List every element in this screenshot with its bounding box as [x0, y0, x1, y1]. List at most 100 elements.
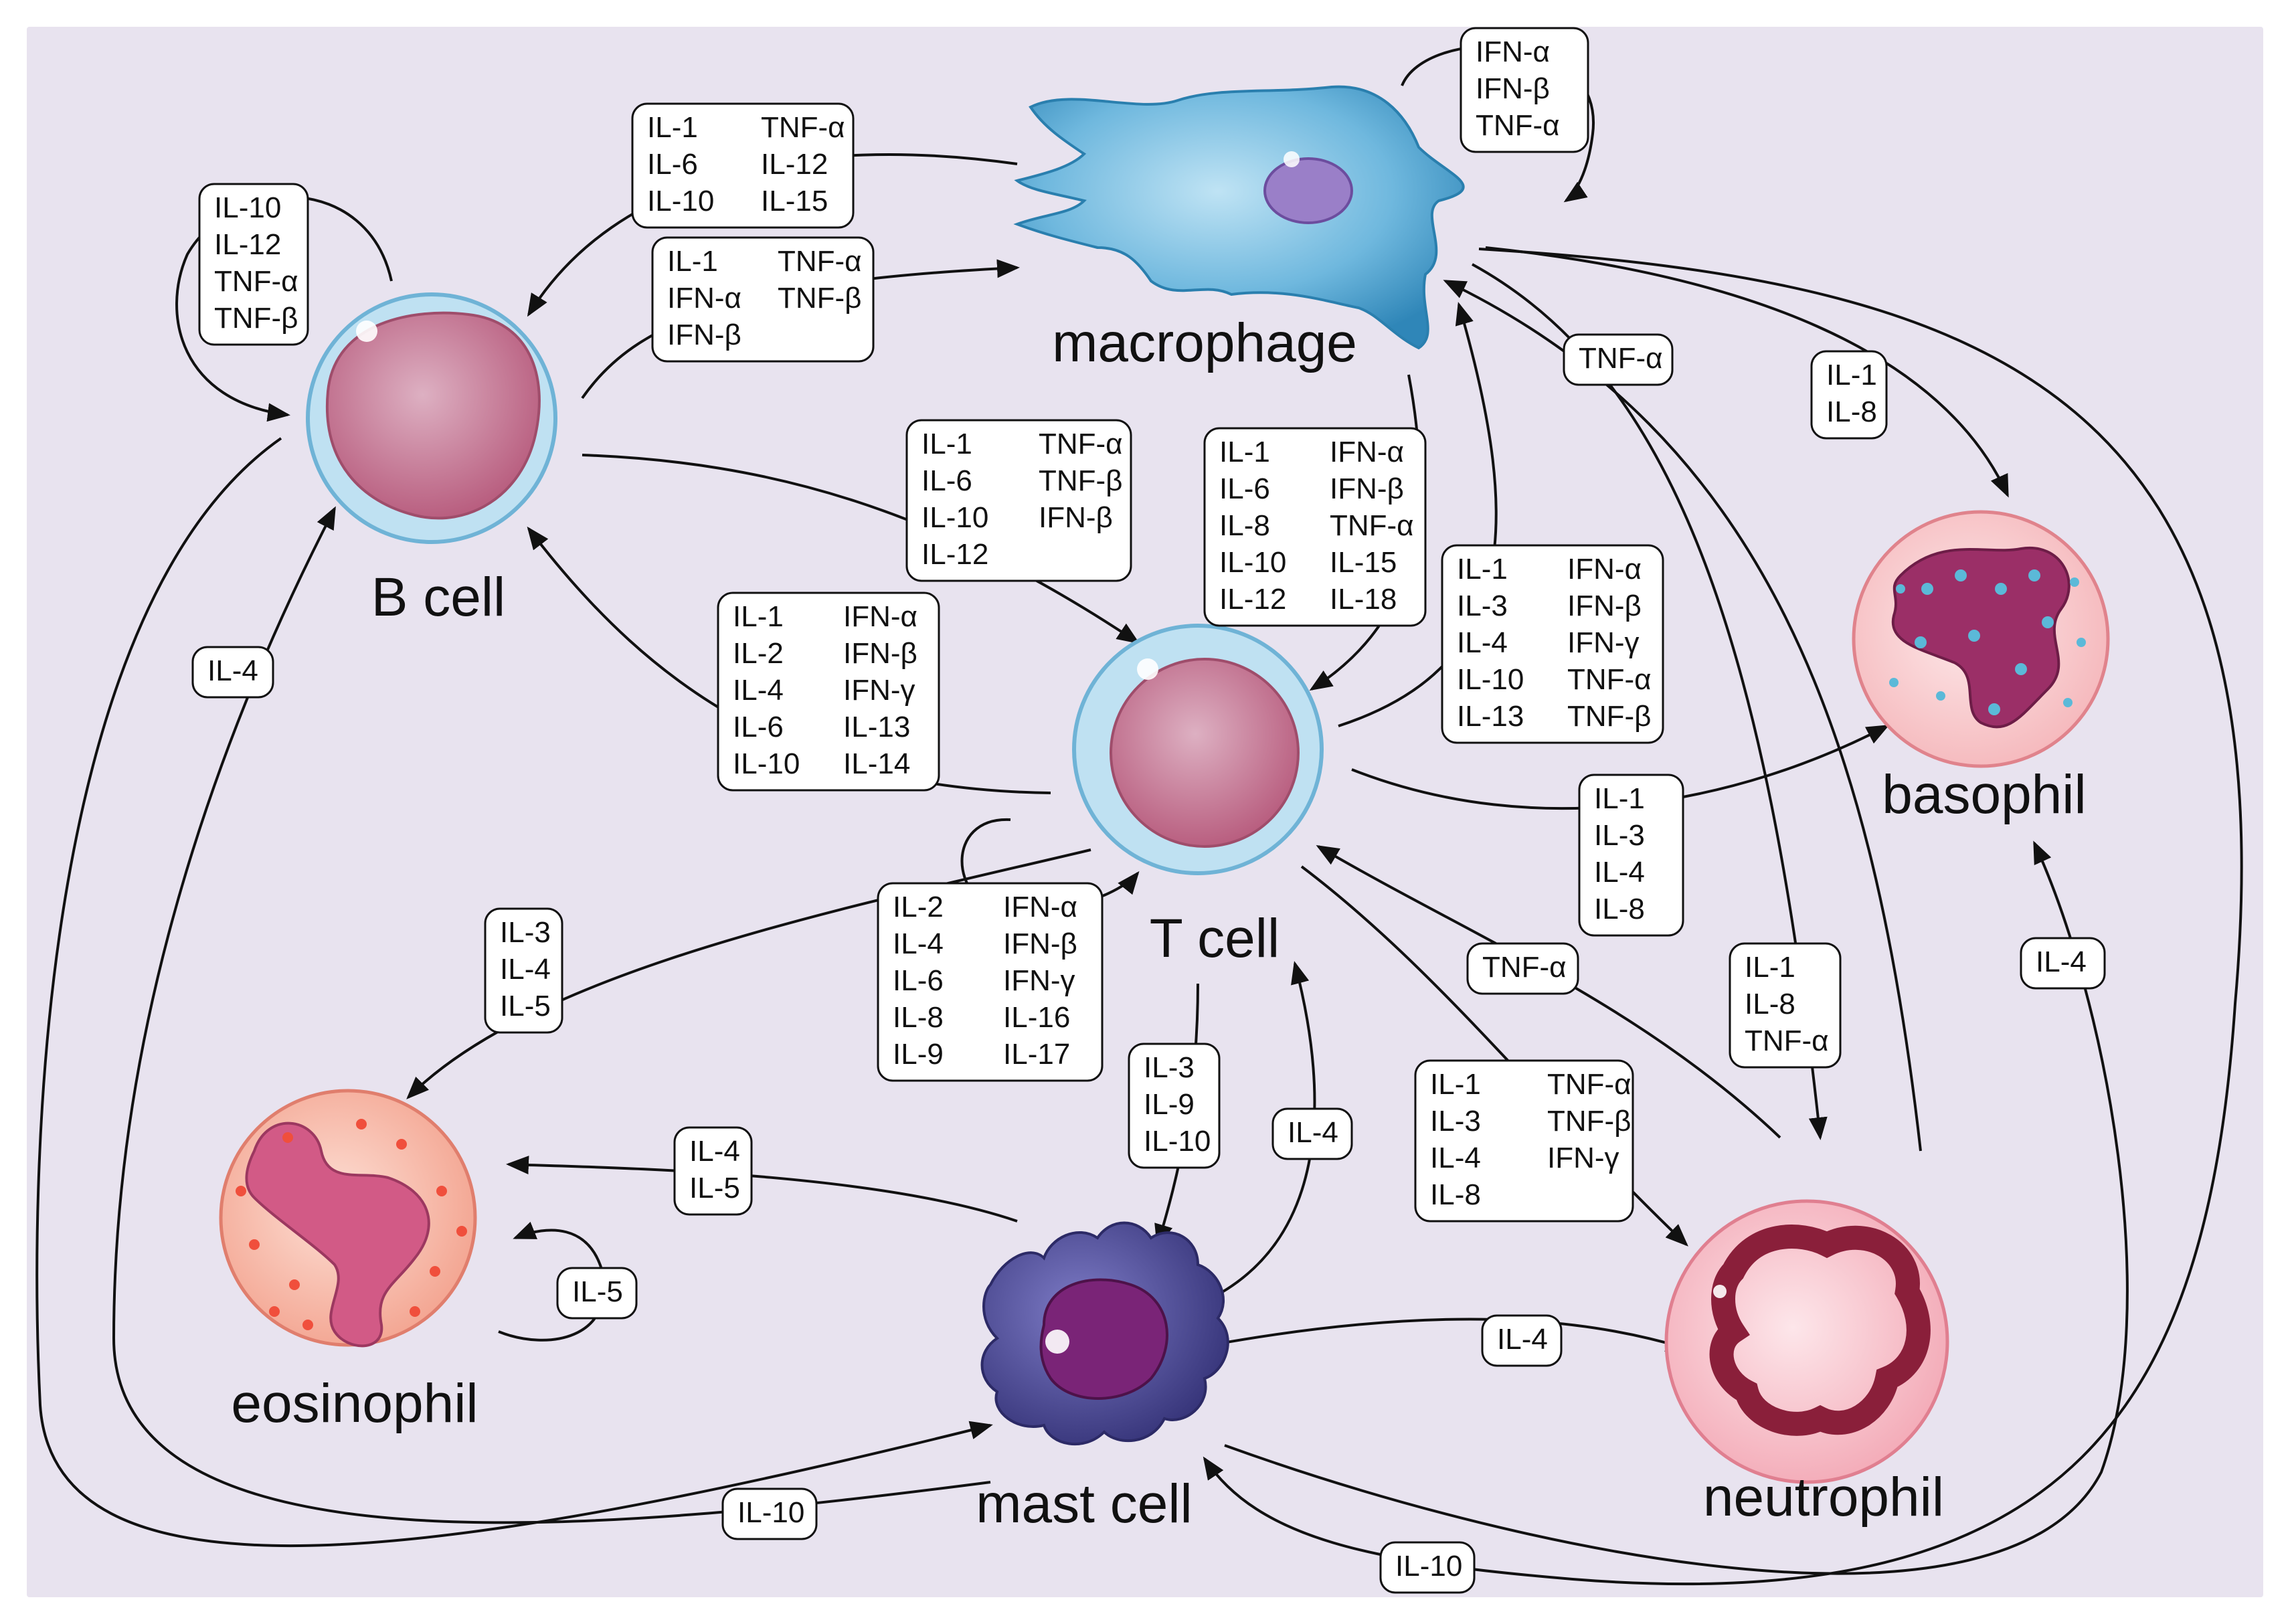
- cytokine-box-frame: [1441, 544, 1664, 744]
- cytokine-box-frame: [1729, 942, 1842, 1069]
- cytokine-label: IL-4: [2036, 945, 2087, 978]
- cytokine-label: IL-1: [647, 111, 698, 144]
- cytokine-label: IL-8: [1594, 893, 1645, 925]
- arrow-macrophage-to-neutrophil: [1472, 263, 1828, 1140]
- cytokine-label: IL-8: [1219, 509, 1270, 542]
- cytokine-label: IL-14: [843, 747, 910, 780]
- cytokine-box-frame: [556, 1267, 638, 1320]
- cytokine-label: IL-2: [733, 637, 784, 670]
- cytokine-box-frame: [1578, 774, 1684, 937]
- cytokine-label: TNF-β: [1547, 1105, 1632, 1138]
- cytokine-box-t-to-b: IL-1IL-2IL-4IL-6IL-10IFN-αIFN-βIFN-γIL-1…: [717, 592, 940, 792]
- cytokine-box-t-self: IL-2IL-4IL-6IL-8IL-9IFN-αIFN-βIFN-γIL-16…: [877, 882, 1104, 1082]
- cytokine-box-frame: [651, 236, 875, 363]
- cytokine-label: IFN-β: [843, 637, 917, 670]
- cytokine-box-mac-to-baso: IL-1IL-8: [1810, 350, 1888, 440]
- cytokine-box-t-to-mast: IL-3IL-9IL-10: [1128, 1043, 1221, 1169]
- cytokine-label: IL-8: [1826, 395, 1877, 428]
- cytokine-box-frame: [2020, 937, 2106, 990]
- cytokine-label: IL-13: [1457, 700, 1524, 733]
- cytokine-label: IL-15: [761, 185, 828, 217]
- cytokine-label: IL-6: [733, 711, 784, 743]
- cytokine-label: IL-3: [1144, 1051, 1195, 1084]
- cytokine-label: TNF-α: [1330, 509, 1414, 542]
- t-cell-highlight: [1137, 658, 1158, 680]
- cytokine-label: IL-4: [1288, 1116, 1338, 1149]
- cytokine-box-frame: [1810, 350, 1888, 440]
- cytokine-box-neut-to-mac: TNF-α: [1563, 333, 1674, 386]
- b-cell-nucleus: [325, 311, 541, 520]
- cytokine-label: IFN-β: [1330, 472, 1404, 505]
- eosinophil-cell: [219, 1089, 477, 1348]
- cytokine-boxes-layer: IFN-αIFN-βTNF-αIL-1IL-6IL-10TNF-αIL-12IL…: [191, 27, 2106, 1594]
- cytokine-label: IL-10: [1219, 546, 1286, 579]
- basophil-label: basophil: [1882, 764, 2086, 825]
- cytokine-label: TNF-α: [1482, 951, 1567, 984]
- arrow-tcell-to-eosinophil: [406, 848, 1091, 1099]
- arrow-bcell-self: [175, 195, 393, 422]
- cytokine-label: IL-18: [1330, 583, 1397, 616]
- macrophage-body: [1013, 85, 1465, 350]
- cytokine-label: IFN-γ: [843, 674, 915, 707]
- b-cell-label: B cell: [371, 567, 506, 628]
- cytokine-box-frame: [631, 102, 855, 229]
- cytokine-label: TNF-α: [1039, 428, 1123, 460]
- cytokine-label: IL-5: [689, 1172, 740, 1204]
- cytokine-label: IL-4: [733, 674, 784, 707]
- cytokine-box-frame: [1460, 27, 1589, 153]
- cytokine-box-frame: [1481, 1314, 1563, 1367]
- arrow-mastcell-to-tcell: [1204, 961, 1316, 1303]
- cytokine-label: TNF-β: [1039, 464, 1123, 497]
- cytokine-label: IL-1: [1457, 553, 1508, 585]
- cytokine-label: IL-12: [1219, 583, 1286, 616]
- cytokine-box-frame: [1271, 1107, 1353, 1160]
- cytokine-box-b-to-mast: IL-10: [721, 1487, 818, 1540]
- cytokine-box-frame: [484, 907, 563, 1034]
- cytokine-label: IL-4: [893, 927, 944, 960]
- cytokine-box-frame: [1128, 1043, 1221, 1169]
- cytokine-box-t-to-mac: IL-1IL-3IL-4IL-10IL-13IFN-αIFN-βIFN-γTNF…: [1441, 544, 1664, 744]
- cytokine-label: IL-3: [500, 916, 551, 949]
- cytokine-box-mac-to-t: IL-1IL-6IL-8IL-10IL-12IFN-αIFN-βTNF-αIL-…: [1203, 427, 1427, 627]
- cytokine-label: IL-9: [1144, 1088, 1195, 1121]
- cytokine-label: IL-3: [1430, 1105, 1481, 1138]
- cytokine-label: TNF-α: [1567, 663, 1652, 696]
- cytokine-label: IL-4: [500, 953, 551, 986]
- mast-cell-nucleus: [1039, 1278, 1168, 1400]
- cytokine-label: TNF-α: [1547, 1068, 1632, 1101]
- cytokine-label: IL-15: [1330, 546, 1397, 579]
- cytokine-box-neut-to-mast: IL-10: [1379, 1541, 1476, 1594]
- cytokine-label: TNF-α: [761, 111, 845, 144]
- arrow-macrophage-to-basophil: [1485, 246, 2009, 498]
- cells-layer: [219, 85, 2110, 1484]
- cytokine-label: IL-4: [1457, 626, 1508, 659]
- cytokine-box-mast-to-b: IL-4: [191, 646, 274, 699]
- cytokine-label: IFN-β: [1003, 927, 1077, 960]
- cytokine-box-frame: [721, 1487, 818, 1540]
- cytokine-label: IL-12: [921, 538, 988, 571]
- eosinophil-nucleus: [245, 1121, 430, 1348]
- cytokine-label: IFN-γ: [1547, 1142, 1619, 1174]
- cytokine-box-frame: [1563, 333, 1674, 386]
- macrophage-label: macrophage: [1052, 312, 1357, 373]
- cytokine-box-frame: [673, 1126, 753, 1216]
- cytokine-box-frame: [905, 419, 1132, 582]
- cytokine-label: IFN-γ: [1003, 964, 1075, 997]
- cytokine-box-frame: [1379, 1541, 1476, 1594]
- cytokine-label: IL-10: [647, 185, 714, 217]
- cytokine-label: IFN-α: [1567, 553, 1642, 585]
- t-cell: [1072, 624, 1324, 875]
- cytokine-box-t-to-eos: IL-3IL-4IL-5: [484, 907, 563, 1034]
- mast-cell-label: mast cell: [976, 1473, 1193, 1534]
- t-cell-label: T cell: [1150, 908, 1280, 969]
- mast-cell: [980, 1221, 1229, 1446]
- arrow-mastcell-to-basophil: [1224, 840, 2129, 1575]
- cytokine-label: IL-8: [893, 1001, 944, 1034]
- b-cell: [306, 292, 557, 544]
- cytokine-box-neut-to-t: TNF-α: [1466, 942, 1579, 995]
- cytokine-label: IL-5: [500, 990, 551, 1022]
